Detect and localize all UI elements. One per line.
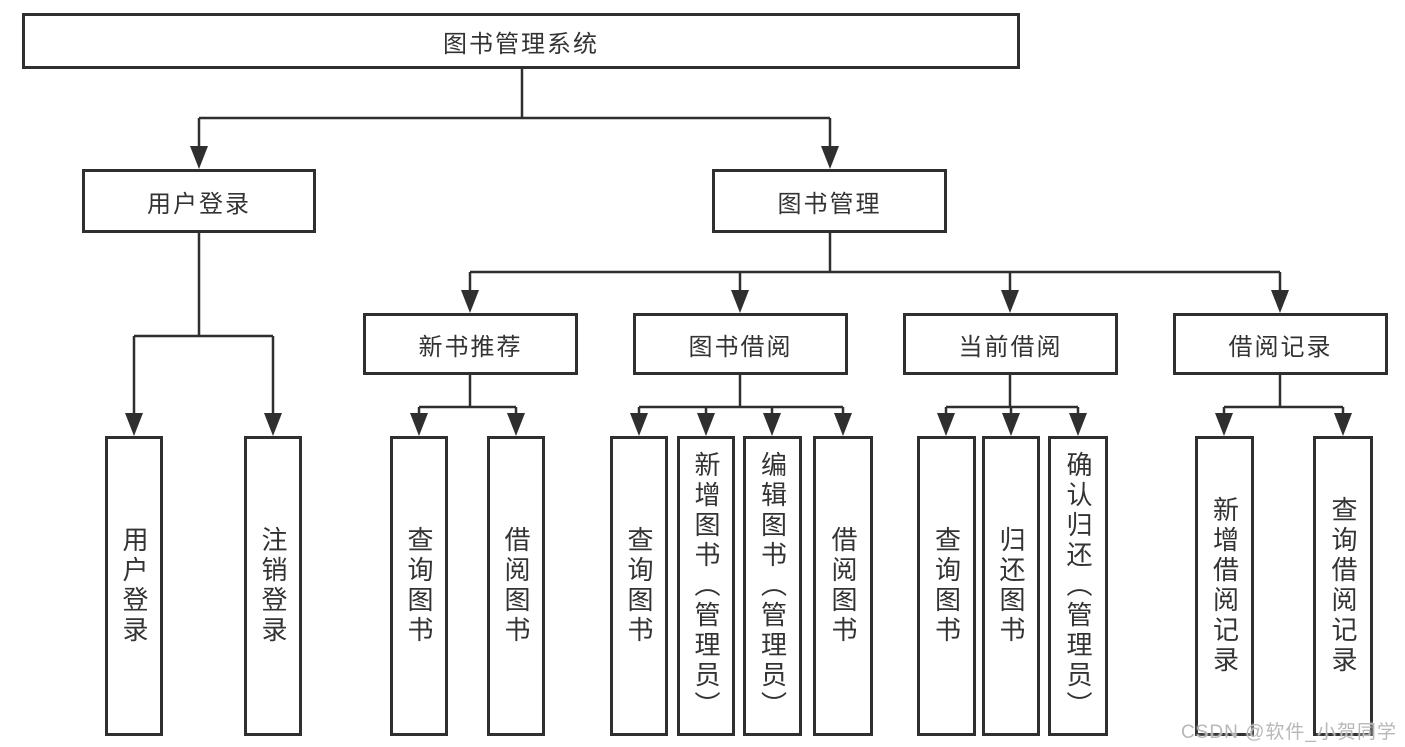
node-new-book-recommendation: 新书推荐 [363,313,578,375]
node-library-management-system: 图书管理系统 [22,13,1020,69]
node-label: 图书管理 [777,190,882,218]
node-label: 新增图书（管理员） [691,451,721,721]
node-user-login: 用户登录 [82,169,316,233]
node-label: 新书推荐 [418,333,523,361]
node-label: 新增借阅记录 [1209,496,1240,676]
leaf-query-books-recommend: 查询图书 [390,436,448,736]
node-label: 归还图书 [996,526,1026,646]
node-book-borrowing: 图书借阅 [633,313,848,375]
node-label: 借阅图书 [501,526,531,646]
node-label: 图书管理系统 [443,30,599,58]
node-label: 当前借阅 [958,333,1063,361]
leaf-confirm-return-admin: 确认归还（管理员） [1048,436,1108,736]
node-label: 确认归还（管理员） [1063,451,1093,721]
node-label: 编辑图书（管理员） [757,451,788,721]
leaf-add-borrow-record: 新增借阅记录 [1195,436,1254,736]
leaf-edit-book-admin: 编辑图书（管理员） [743,436,802,736]
node-label: 借阅图书 [828,526,858,646]
node-book-management: 图书管理 [712,169,947,233]
leaf-add-book-admin: 新增图书（管理员） [677,436,735,736]
leaf-logout: 注销登录 [244,436,302,736]
leaf-return-books: 归还图书 [982,436,1040,736]
node-borrowing-records: 借阅记录 [1173,313,1388,375]
leaf-query-books-borrowing: 查询图书 [610,436,668,736]
node-label: 注销登录 [258,526,288,646]
node-label: 查询图书 [931,526,962,646]
leaf-query-borrow-record: 查询借阅记录 [1313,436,1373,736]
node-label: 查询图书 [404,526,434,646]
node-label: 用户登录 [119,526,149,646]
node-label: 查询图书 [624,526,654,646]
leaf-borrow-books-recommend: 借阅图书 [487,436,545,736]
leaf-borrow-books-borrowing: 借阅图书 [813,436,873,736]
node-label: 查询借阅记录 [1328,496,1358,676]
node-current-borrowing: 当前借阅 [903,313,1118,375]
node-label: 图书借阅 [688,333,793,361]
csdn-watermark: CSDN @软件_小贺同学 [1181,722,1397,743]
node-label: 用户登录 [147,190,251,218]
leaf-user-login: 用户登录 [105,436,163,736]
node-label: 借阅记录 [1228,333,1333,361]
leaf-query-books-current: 查询图书 [917,436,976,736]
